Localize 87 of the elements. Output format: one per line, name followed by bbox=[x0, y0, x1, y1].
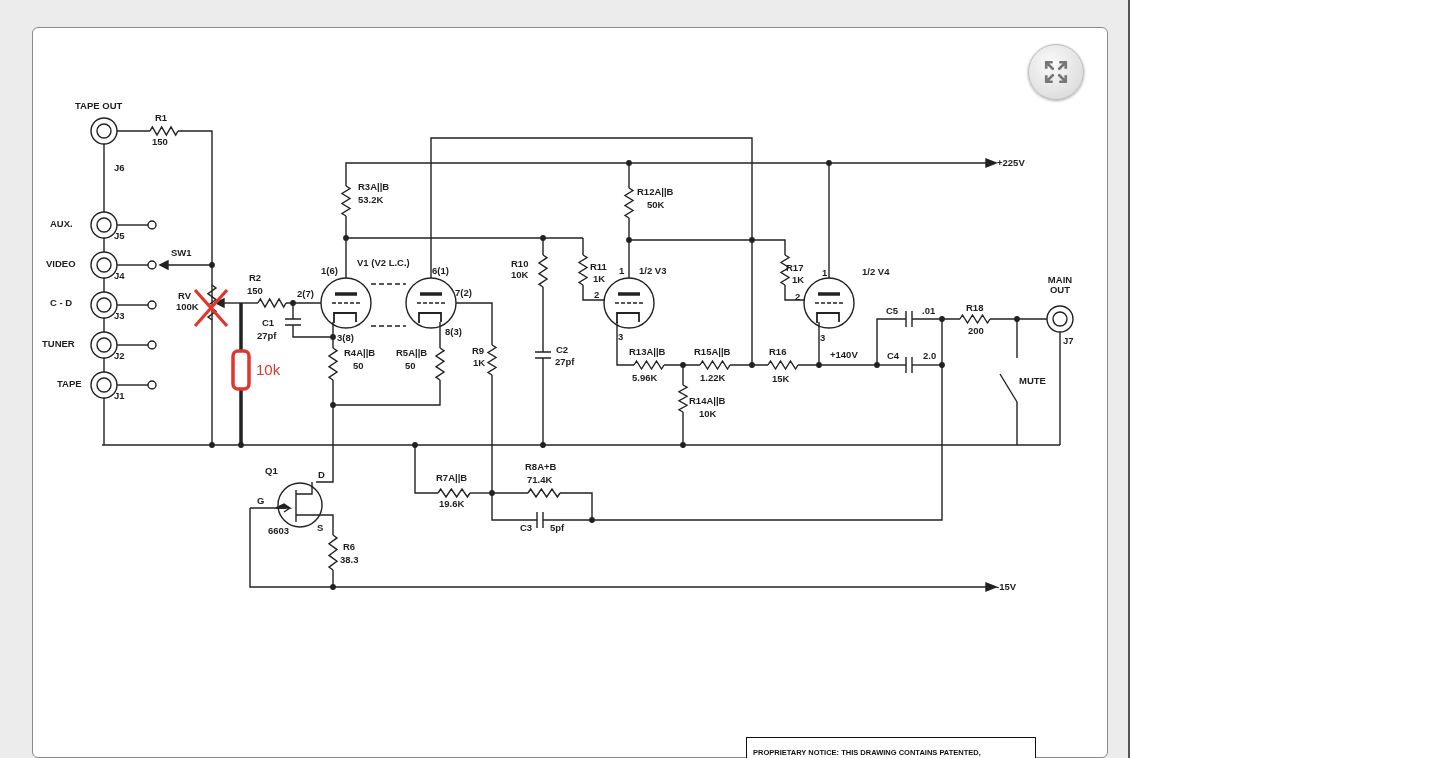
component-label: C - D bbox=[50, 298, 73, 309]
component-label: +140V bbox=[830, 350, 858, 361]
component-label: R5A||B bbox=[396, 348, 428, 359]
component-label: 27pf bbox=[257, 331, 277, 342]
component-label: TUNER bbox=[42, 339, 75, 350]
component-label: 2 bbox=[795, 292, 801, 303]
component-label: 15K bbox=[772, 374, 790, 385]
component-label: R7A||B bbox=[436, 473, 468, 484]
component-label: J5 bbox=[114, 231, 125, 242]
component-label: C2 bbox=[556, 345, 569, 356]
component-label: 1K bbox=[473, 358, 486, 369]
component-label: S bbox=[317, 523, 324, 534]
component-label: V1 (V2 L.C.) bbox=[357, 258, 410, 269]
component-label: R13A||B bbox=[629, 347, 666, 358]
component-label: AUX. bbox=[50, 219, 73, 230]
component-label: 50K bbox=[647, 200, 665, 211]
component-label: 1K bbox=[593, 274, 606, 285]
component-label: 19.6K bbox=[439, 499, 465, 510]
component-label: R18 bbox=[966, 303, 984, 314]
component-label: 3(8) bbox=[337, 333, 354, 344]
component-label: 5pf bbox=[550, 523, 565, 534]
component-label: R4A||B bbox=[344, 348, 376, 359]
component-label: G bbox=[257, 496, 265, 507]
component-label: R11 bbox=[590, 262, 607, 273]
component-label: 3 bbox=[618, 332, 624, 343]
component-label: MAIN OUT bbox=[1046, 275, 1074, 296]
component-label: VIDEO bbox=[46, 259, 76, 270]
component-label: 50 bbox=[353, 361, 364, 372]
component-label: R10 bbox=[511, 259, 529, 270]
component-label: J6 bbox=[114, 163, 125, 174]
annotation-value: 10k bbox=[256, 362, 281, 379]
component-label: 2(7) bbox=[297, 289, 314, 300]
component-label: 1(6) bbox=[321, 266, 338, 277]
component-label: 53.2K bbox=[358, 195, 384, 206]
component-label: 2.0 bbox=[923, 351, 937, 362]
component-label: -15V bbox=[996, 582, 1017, 593]
component-label: 7(2) bbox=[455, 288, 472, 299]
component-label: R2 bbox=[249, 273, 262, 284]
component-label: 150 bbox=[247, 286, 263, 297]
component-label: 27pf bbox=[555, 357, 575, 368]
component-label: SW1 bbox=[171, 248, 192, 259]
component-label: R14A||B bbox=[689, 396, 726, 407]
component-label: 6603 bbox=[268, 526, 290, 537]
component-label: C1 bbox=[262, 318, 275, 329]
component-label: 71.4K bbox=[527, 475, 553, 486]
component-label: TAPE OUT bbox=[75, 101, 123, 112]
component-label: 50 bbox=[405, 361, 416, 372]
component-label: 8(3) bbox=[445, 327, 462, 338]
component-label: 100K bbox=[176, 302, 199, 313]
component-label: R1 bbox=[155, 113, 168, 124]
component-label: J1 bbox=[114, 391, 125, 402]
component-label: 1 bbox=[619, 266, 625, 277]
component-label: 10K bbox=[511, 270, 529, 281]
component-label: 1/2 V3 bbox=[639, 266, 667, 277]
component-label: R16 bbox=[769, 347, 787, 358]
component-label: C5 bbox=[886, 306, 899, 317]
component-label: 1/2 V4 bbox=[862, 267, 890, 278]
component-label: RV bbox=[178, 291, 192, 302]
component-label: TAPE bbox=[57, 379, 82, 390]
component-label: J7 bbox=[1063, 336, 1074, 347]
component-label: 3 bbox=[820, 333, 826, 344]
component-label: R9 bbox=[472, 346, 485, 357]
component-label: D bbox=[318, 470, 325, 481]
component-label: Q1 bbox=[265, 466, 278, 477]
component-label: R12A||B bbox=[637, 187, 674, 198]
component-label: MUTE bbox=[1019, 376, 1046, 387]
component-label: J4 bbox=[114, 271, 125, 282]
component-label: +225V bbox=[997, 158, 1025, 169]
component-label: R15A||B bbox=[694, 347, 731, 358]
component-label: 38.3 bbox=[340, 555, 359, 566]
component-label: 10K bbox=[699, 409, 717, 420]
component-label: C3 bbox=[520, 523, 533, 534]
component-label: 150 bbox=[152, 137, 168, 148]
component-label: J2 bbox=[114, 351, 125, 362]
component-label: 2 bbox=[594, 290, 600, 301]
component-label: C4 bbox=[887, 351, 900, 362]
component-label: 1.22K bbox=[700, 373, 726, 384]
component-label: .01 bbox=[922, 306, 936, 317]
component-label: R3A||B bbox=[358, 182, 390, 193]
component-label: 1 bbox=[822, 268, 828, 279]
component-label: 200 bbox=[968, 326, 984, 337]
component-label: R6 bbox=[343, 542, 356, 553]
component-label: R8A+B bbox=[525, 462, 557, 473]
component-label: 5.96K bbox=[632, 373, 658, 384]
component-label: 1K bbox=[792, 275, 805, 286]
component-label: J3 bbox=[114, 311, 125, 322]
component-label: 6(1) bbox=[432, 266, 449, 277]
